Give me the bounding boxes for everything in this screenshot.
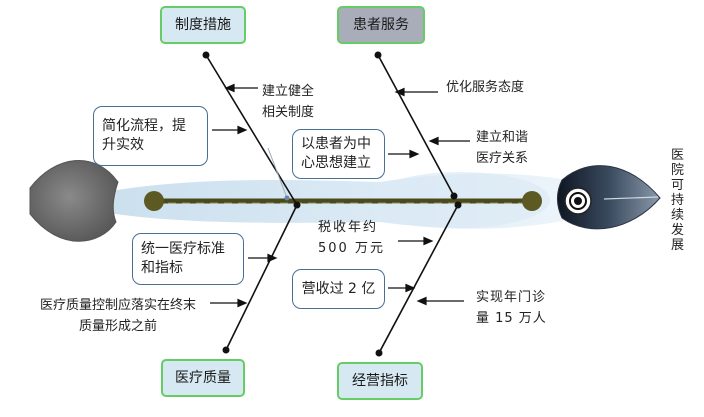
- bone-dot: [374, 51, 382, 59]
- label-outpatient: 实现年门诊量 15 万人: [476, 290, 547, 326]
- arrow-head: [428, 136, 439, 146]
- fish-tail: [29, 160, 119, 242]
- bone-operations: [378, 204, 459, 354]
- bone-dot-small: [284, 195, 290, 201]
- bone-dot: [454, 201, 462, 209]
- arrow-head: [267, 253, 278, 263]
- arrow-head: [224, 83, 235, 93]
- category-operations: 经营指标: [337, 362, 423, 400]
- arrow-head: [237, 125, 248, 135]
- label-tax: 税收年约 500 万元: [318, 220, 385, 256]
- spine-joint-right: [522, 191, 542, 211]
- arrow-head: [405, 283, 416, 293]
- bone-dot: [375, 349, 383, 357]
- bone-dot: [202, 51, 210, 59]
- category-system: 制度措施: [160, 6, 246, 44]
- note-simplify: 简化流程，提升实效: [93, 106, 208, 166]
- arrow-head: [394, 87, 405, 97]
- note-revenue: 营收过 2 亿: [292, 269, 385, 309]
- bone-system-extension: [267, 147, 288, 199]
- bone-patient-service: [377, 54, 455, 197]
- bone-dot: [222, 346, 230, 354]
- note-patient-centered: 以患者为中心思想建立: [292, 129, 385, 179]
- label-optimize-attitude: 优化服务态度: [446, 80, 525, 95]
- bone-system: [205, 54, 298, 206]
- fish-mouth: [603, 196, 659, 200]
- bone-dot: [293, 201, 301, 209]
- note-unify-standards: 统一医疗标准和指标: [132, 233, 244, 285]
- category-patient-service: 患者服务: [337, 6, 425, 44]
- bone-dot: [450, 192, 458, 200]
- goal-label: 医院可持续发展: [671, 148, 685, 253]
- arrow-head: [416, 296, 427, 306]
- label-quality-control: 医疗质量控制应落实在终末质量形成之前: [39, 298, 196, 334]
- fish-eye-pupil: [574, 197, 582, 205]
- spine-joint-left: [144, 191, 164, 211]
- bone-medical-quality: [225, 204, 298, 351]
- arrow-head: [409, 149, 420, 159]
- arrow-head: [423, 236, 434, 246]
- category-medical-quality: 医疗质量: [161, 359, 245, 397]
- arrow-head: [237, 298, 248, 308]
- label-build-system: 建立健全相关制度: [262, 84, 315, 120]
- label-harmony: 建立和谐医疗关系: [476, 130, 529, 166]
